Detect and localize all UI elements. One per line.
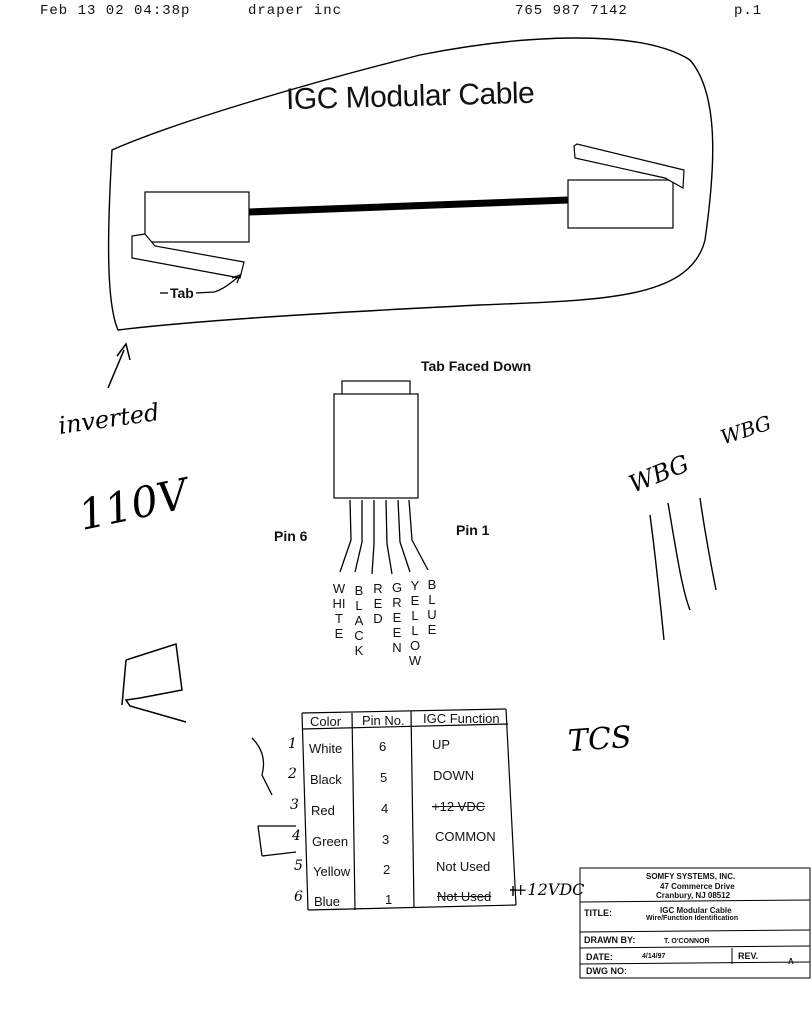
row-5-function: Not Used [436,859,491,874]
wire-blue [408,499,429,571]
wire-label-blue: BLUE [427,577,437,637]
hand-row-number-5: 5 [294,858,303,874]
cable-line [248,196,569,216]
tb-rev: A [788,957,794,966]
wire-label-green: GREEN [391,580,403,655]
row-2-color: Black [310,772,342,787]
tb-drawn-by-label: DRAWN BY: [584,935,636,945]
header-color: Color [310,714,342,729]
fax-sender: draper inc [248,3,343,19]
hand-bracket-1 [251,737,273,796]
title-block-grid [579,867,811,979]
row-1-color: White [309,741,343,756]
row-4-function: COMMON [435,829,496,844]
wire-red [371,500,375,575]
row-1-pin: 6 [379,739,387,754]
tb-rev-label: REV. [738,951,759,961]
pin-table-grid [301,708,517,911]
tb-title-line1: IGC Modular Cable [660,906,732,915]
tb-drawn-by: T. O'CONNOR [664,938,710,945]
row-3-color: Red [311,803,335,818]
hand-row-number-6: 6 [294,889,303,905]
row-6-pin: 1 [385,892,393,907]
hand-flag-doodle [121,643,187,723]
left-plug-body [144,191,250,243]
row-5-pin: 2 [383,862,391,877]
wire-label-yellow: YELLOW [408,578,422,668]
wire-label-white: WHITE [332,581,346,641]
row-4-pin: 3 [382,832,390,847]
row-6-function: Not Used [437,889,492,904]
right-plug-tab [573,143,685,189]
pin1-label: Pin 1 [456,522,490,538]
fax-phone: 765 987 7142 [515,3,628,19]
wire-black [354,500,363,573]
row-2-function: DOWN [433,768,475,783]
row-5-color: Yellow [313,864,351,879]
wire-white [339,499,352,573]
row-3-function: +12 VDC [432,799,486,814]
tb-title-label: TITLE: [584,908,612,918]
wire-green [385,499,393,575]
right-plug-body [567,179,674,229]
hand-row-number-2: 2 [288,766,297,782]
tb-title-line2: Wire/Function Identification [646,915,739,922]
fax-timestamp: Feb 13 02 04:38p [40,3,191,19]
jack-tab [341,380,411,396]
jack-body [333,393,419,499]
hand-plus12vdc: +12VDC [514,880,585,899]
wire-label-black: BLACK [354,583,364,658]
tab-arrow [195,276,239,294]
left-plug-tab [131,233,245,279]
tb-date-label: DATE: [586,952,613,962]
header-igc-function: IGC Function [423,711,500,726]
header-pin-no: Pin No. [362,713,405,728]
row-3-pin: 4 [381,801,389,816]
hand-row-number-1: 1 [288,736,297,752]
row-4-color: Green [312,834,349,849]
tb-address2: Cranbury, NJ 08512 [656,891,731,900]
hand-wbg-strokes [649,497,717,641]
tb-company: SOMFY SYSTEMS, INC. [646,872,736,881]
wire-label-red: RED [373,581,383,626]
hand-bracket-2 [257,825,297,857]
hand-row-number-3: 3 [290,797,299,813]
tab-label: Tab [170,285,194,301]
row-2-pin: 5 [380,770,388,785]
tab-faced-down-label: Tab Faced Down [421,358,532,374]
tb-address1: 47 Commerce Drive [660,882,735,891]
hand-tcs: TCS [566,719,633,760]
fax-page-number: p.1 [734,3,763,19]
row-1-function: UP [432,737,451,752]
hand-arrow-up [107,342,131,389]
row-6-color: Blue [314,894,341,909]
wire-yellow [397,499,411,573]
tb-dwg-label: DWG NO: [586,966,627,976]
tb-date: 4/14/97 [642,953,666,960]
hand-drawn-enclosure [107,37,714,331]
diagram-title: IGC Modular Cable [285,76,535,117]
pin6-label: Pin 6 [274,528,308,544]
hand-row-number-4: 4 [292,828,301,844]
